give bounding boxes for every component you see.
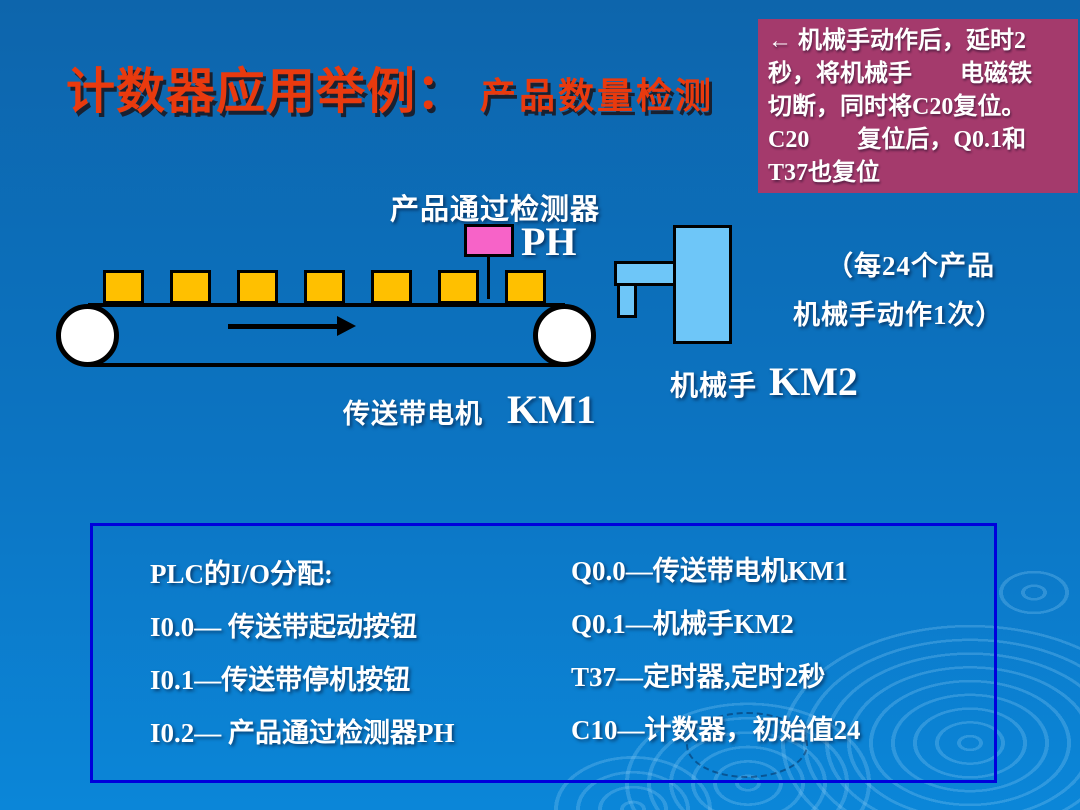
belt-roller-right [533,304,596,367]
callout-line: 切断，同时将C20复位。 [768,94,1026,120]
io-assignment-line: T37—定时器,定时2秒 [571,662,826,692]
product-box [103,270,144,304]
page-title: 计数器应用举例： 产品数量检测 [66,52,714,123]
water-ripple-dashed-ring [686,712,808,778]
io-assignment-line: I0.1—传送带停机按钮 [150,665,411,695]
detector-label: 产品通过检测器 [390,194,601,226]
io-assignment-line: Q0.1—机械手KM2 [571,609,794,639]
product-box [438,270,479,304]
title-sub-text: 产品数量检测 [480,75,715,116]
product-box [237,270,278,304]
conveyor-motor-tag: KM1 [507,387,596,432]
callout-note-box: ← 机械手动作后，延时2 秒，将机械手 电磁铁切断，同时将C20复位。 C20 复位… [758,19,1078,193]
robot-label-tag: KM2 [769,359,858,404]
note-line-1: （每24个产品 [826,251,995,281]
belt-direction-arrow-shaft [228,324,338,329]
io-assignment-box: PLC的I/O分配: I0.0— 传送带起动按钮 I0.1—传送带停机按钮 I0.2—… [90,523,997,783]
water-ripple-small [988,564,1080,621]
callout-line: C20 复位后，Q0.1和 [768,127,1026,153]
product-box [304,270,345,304]
detector-sensor-shape [464,224,514,257]
callout-line: 秒，将机械手 电磁铁 [768,61,1032,87]
conveyor-motor-label: 传送带电机 KM1 [343,386,596,433]
robot-arm-finger [617,283,637,318]
note-line-2: 机械手动作1次） [793,300,1004,330]
io-assignment-line: C10—计数器，初始值24 [571,715,861,745]
belt-bottom-line [88,363,565,367]
callout-line: T37也复位 [768,160,881,186]
callout-line: ← 机械手动作后，延时2 [768,28,1026,54]
product-box [371,270,412,304]
detector-stem-line [487,255,490,299]
io-left-column: PLC的I/O分配: I0.0— 传送带起动按钮 I0.1—传送带停机按钮 I0.2—… [150,548,455,760]
conveyor-motor-text: 传送带电机 [343,399,483,429]
robot-label-text: 机械手 [670,371,758,402]
belt-top-line [88,303,565,307]
title-main-text: 计数器应用举例： [66,65,467,119]
belt-direction-arrow-head [337,316,356,336]
io-assignment-line: I0.0— 传送带起动按钮 [150,612,418,642]
robot-label: 机械手 KM2 [670,358,858,405]
io-assignment-line: Q0.0—传送带电机KM1 [571,556,848,586]
belt-roller-left [56,304,119,367]
product-box [170,270,211,304]
robot-body [673,225,732,344]
robot-arm-horizontal [614,261,678,286]
product-box [505,270,546,304]
product-boxes-row [103,270,546,304]
detector-tag-label: PH [521,219,577,264]
io-assignment-line: I0.2— 产品通过检测器PH [150,718,455,748]
io-assignment-line: PLC的I/O分配: [150,559,334,589]
